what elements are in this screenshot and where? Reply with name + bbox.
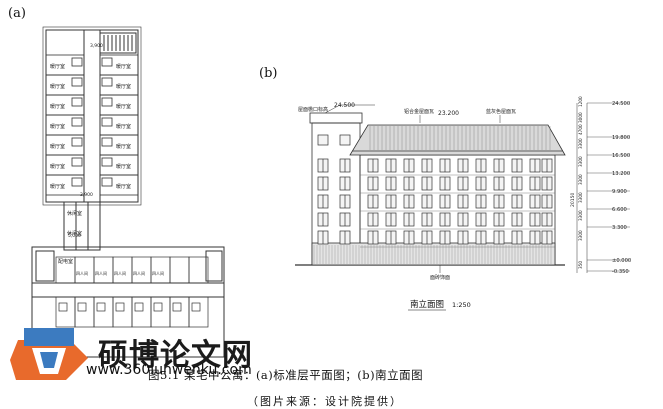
plan-room-label: 暖厅室 <box>50 143 65 150</box>
elev-left-note: 屋面檐口标高 <box>298 106 328 113</box>
plan-room-label: 暖厅室 <box>50 103 65 110</box>
elevation-dimension-label: 3300 <box>578 230 583 241</box>
elevation-dimension-label: 1200 <box>578 96 583 107</box>
elevation-window <box>339 134 351 146</box>
figure-label-b: (b) <box>259 66 278 81</box>
plan-room <box>169 256 190 284</box>
elevation-dimension-label: 350 <box>578 261 583 269</box>
elevation-dimension-label: 3000 <box>578 112 583 123</box>
plan-room-label: 暖厅室 <box>116 103 131 110</box>
plan-room-label: 四人间 <box>76 270 88 276</box>
plan-room <box>150 296 171 328</box>
elevation-level-label: 9.900 <box>612 189 627 195</box>
figure-source: （图片来源：设计院提供） <box>247 395 403 408</box>
elev-scale: 1:250 <box>452 301 471 309</box>
plan-room-label: 四人间 <box>95 270 107 276</box>
elev-top-elevation: 24.500 <box>334 102 355 109</box>
plan-room-label: 暖厅室 <box>50 63 65 70</box>
elev-roof-note-2: 蓝灰色屋面瓦 <box>486 108 516 115</box>
plan-room <box>150 256 171 284</box>
plan-lobby-label: 休闲室 <box>67 210 82 217</box>
elevation-window <box>317 134 329 146</box>
elevation-level-label: 3.300 <box>612 225 627 231</box>
plan-room-label: 四人间 <box>114 270 126 276</box>
plan-room-label: 暖厅室 <box>50 123 65 130</box>
plan-room-label: 四人间 <box>152 270 164 276</box>
plan-room <box>188 256 209 284</box>
elevation-level-label: 16.500 <box>612 153 630 159</box>
watermark-logo <box>10 318 100 386</box>
elev-base-note: 面砖饰面 <box>430 274 450 281</box>
figure-caption: 图5.1 某宅中公寓：(a)标准层平面图；(b)南立面图 <box>148 368 424 382</box>
plan-room <box>93 256 114 284</box>
plan-room-label: 暖厅室 <box>50 183 65 190</box>
elevation-level-label: 24.500 <box>612 101 630 107</box>
plan-room <box>131 296 152 328</box>
plan-room-label: 暖厅室 <box>116 123 131 130</box>
elevation-dimension-label: 3300 <box>578 210 583 221</box>
svg-text:3,900: 3,900 <box>90 43 103 49</box>
plan-room-label: 暖厅室 <box>50 83 65 90</box>
plan-room-label: 暖厅室 <box>50 163 65 170</box>
plan-service-label: 配电室 <box>58 258 73 265</box>
plan-room-label: 暖厅室 <box>116 163 131 170</box>
south-elevation-drawing: 屋面檐口标高 铝合金屋面瓦 蓝灰色屋面瓦 面砖饰面 24.500 23.200 … <box>295 96 631 311</box>
elevation-dimension-label: 3300 <box>578 192 583 203</box>
plan-room-label: 暖厅室 <box>116 183 131 190</box>
elevation-level-label: 19.800 <box>612 135 630 141</box>
plan-room <box>188 296 209 328</box>
elev-roof-note-1: 铝合金屋面瓦 <box>404 108 434 115</box>
svg-text:3,900: 3,900 <box>80 192 93 198</box>
elevation-level-label: -0.350 <box>612 269 629 275</box>
elev-title: 南立面图 <box>410 299 444 310</box>
plan-room <box>74 256 95 284</box>
elevation-total-dimension: 20150 <box>570 193 576 207</box>
elev-mid-elevation: 23.200 <box>438 110 459 117</box>
elevation-level-label: 13.200 <box>612 171 630 177</box>
elevation-dimension-label: 3300 <box>578 138 583 149</box>
plan-room <box>131 256 152 284</box>
plan-room-label: 暖厅室 <box>116 63 131 70</box>
plan-room <box>112 296 133 328</box>
figure-label-a: (a) <box>8 6 26 21</box>
standard-floor-plan: 3,900 3,900 5,000 暖厅室暖厅室暖厅室暖厅室暖厅室暖厅室暖厅室暖… <box>31 26 225 358</box>
plan-lobby-label: 休闲室 <box>67 230 82 237</box>
plan-room <box>169 296 190 328</box>
elevation-level-label: 6.600 <box>612 207 627 213</box>
watermark-site-name: 硕博论文网 <box>98 338 253 373</box>
plan-room-label: 暖厅室 <box>116 83 131 90</box>
elevation-level-label: ±0.000 <box>612 258 631 264</box>
plan-room <box>45 174 85 196</box>
plan-room-label: 暖厅室 <box>116 143 131 150</box>
elevation-dimension-label: 3300 <box>578 156 583 167</box>
plan-room-label: 四人间 <box>133 270 145 276</box>
plan-room <box>99 174 139 196</box>
svg-text:5,000: 5,000 <box>68 233 81 239</box>
watermark-url: www.360lunwenku.com <box>86 362 252 378</box>
plan-room <box>112 256 133 284</box>
elevation-dimension-label: 3300 <box>578 174 583 185</box>
elevation-dimension-label: 4700 <box>578 124 583 135</box>
